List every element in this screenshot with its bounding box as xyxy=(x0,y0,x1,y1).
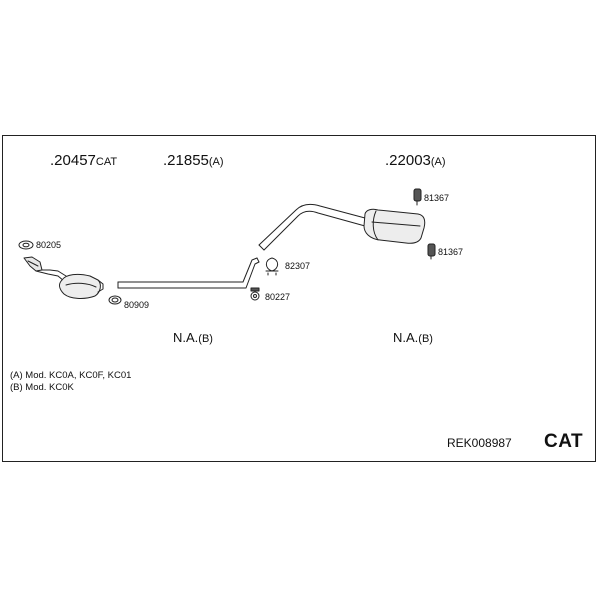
part-suffix: (A) xyxy=(208,156,224,168)
mounting-clamp-icon xyxy=(250,287,260,301)
ref-clamp: 80909 xyxy=(124,300,150,310)
middle-pipe-part xyxy=(117,257,260,289)
rubber-hanger-icon xyxy=(427,243,436,260)
na-label-left: N.A.(B) xyxy=(173,330,213,345)
na-suffix: (B) xyxy=(418,333,433,345)
category-badge: CAT xyxy=(544,431,584,452)
part-number: .20457 xyxy=(50,152,96,169)
rubber-hanger-icon xyxy=(413,188,422,206)
part-suffix: CAT xyxy=(95,156,118,168)
u-bolt-clamp-icon xyxy=(265,257,279,276)
part-suffix: (A) xyxy=(430,156,446,168)
rear-silencer-part xyxy=(258,203,426,251)
na-text: N.A. xyxy=(393,330,419,345)
ref-u-bolt-clamp: 82307 xyxy=(285,261,311,271)
legend-line-b: (B) Mod. KC0K xyxy=(10,382,74,393)
na-label-right: N.A.(B) xyxy=(393,330,433,345)
part-label-middle-pipe: .21855(A) xyxy=(163,152,224,169)
kit-code: REK008987 xyxy=(447,436,512,450)
na-text: N.A. xyxy=(173,330,199,345)
ref-hanger-lower: 81367 xyxy=(438,247,464,257)
part-label-catalytic-converter: .20457CAT xyxy=(50,152,117,169)
ref-hanger-upper: 81367 xyxy=(424,193,450,203)
na-suffix: (B) xyxy=(198,333,213,345)
part-label-rear-silencer: .22003(A) xyxy=(385,152,446,169)
ref-mounting-clamp: 80227 xyxy=(265,292,291,302)
gasket-icon xyxy=(18,240,34,250)
part-number: .22003 xyxy=(385,152,431,169)
legend: (A) Mod. KC0A, KC0F, KC01 (B) Mod. KC0K xyxy=(10,370,131,394)
part-number: .21855 xyxy=(163,152,209,169)
legend-line-a: (A) Mod. KC0A, KC0F, KC01 xyxy=(10,370,132,381)
ref-gasket: 80205 xyxy=(36,240,62,250)
clamp-icon xyxy=(108,295,122,305)
diagram-frame xyxy=(2,135,596,462)
catalytic-converter-part xyxy=(23,256,104,299)
